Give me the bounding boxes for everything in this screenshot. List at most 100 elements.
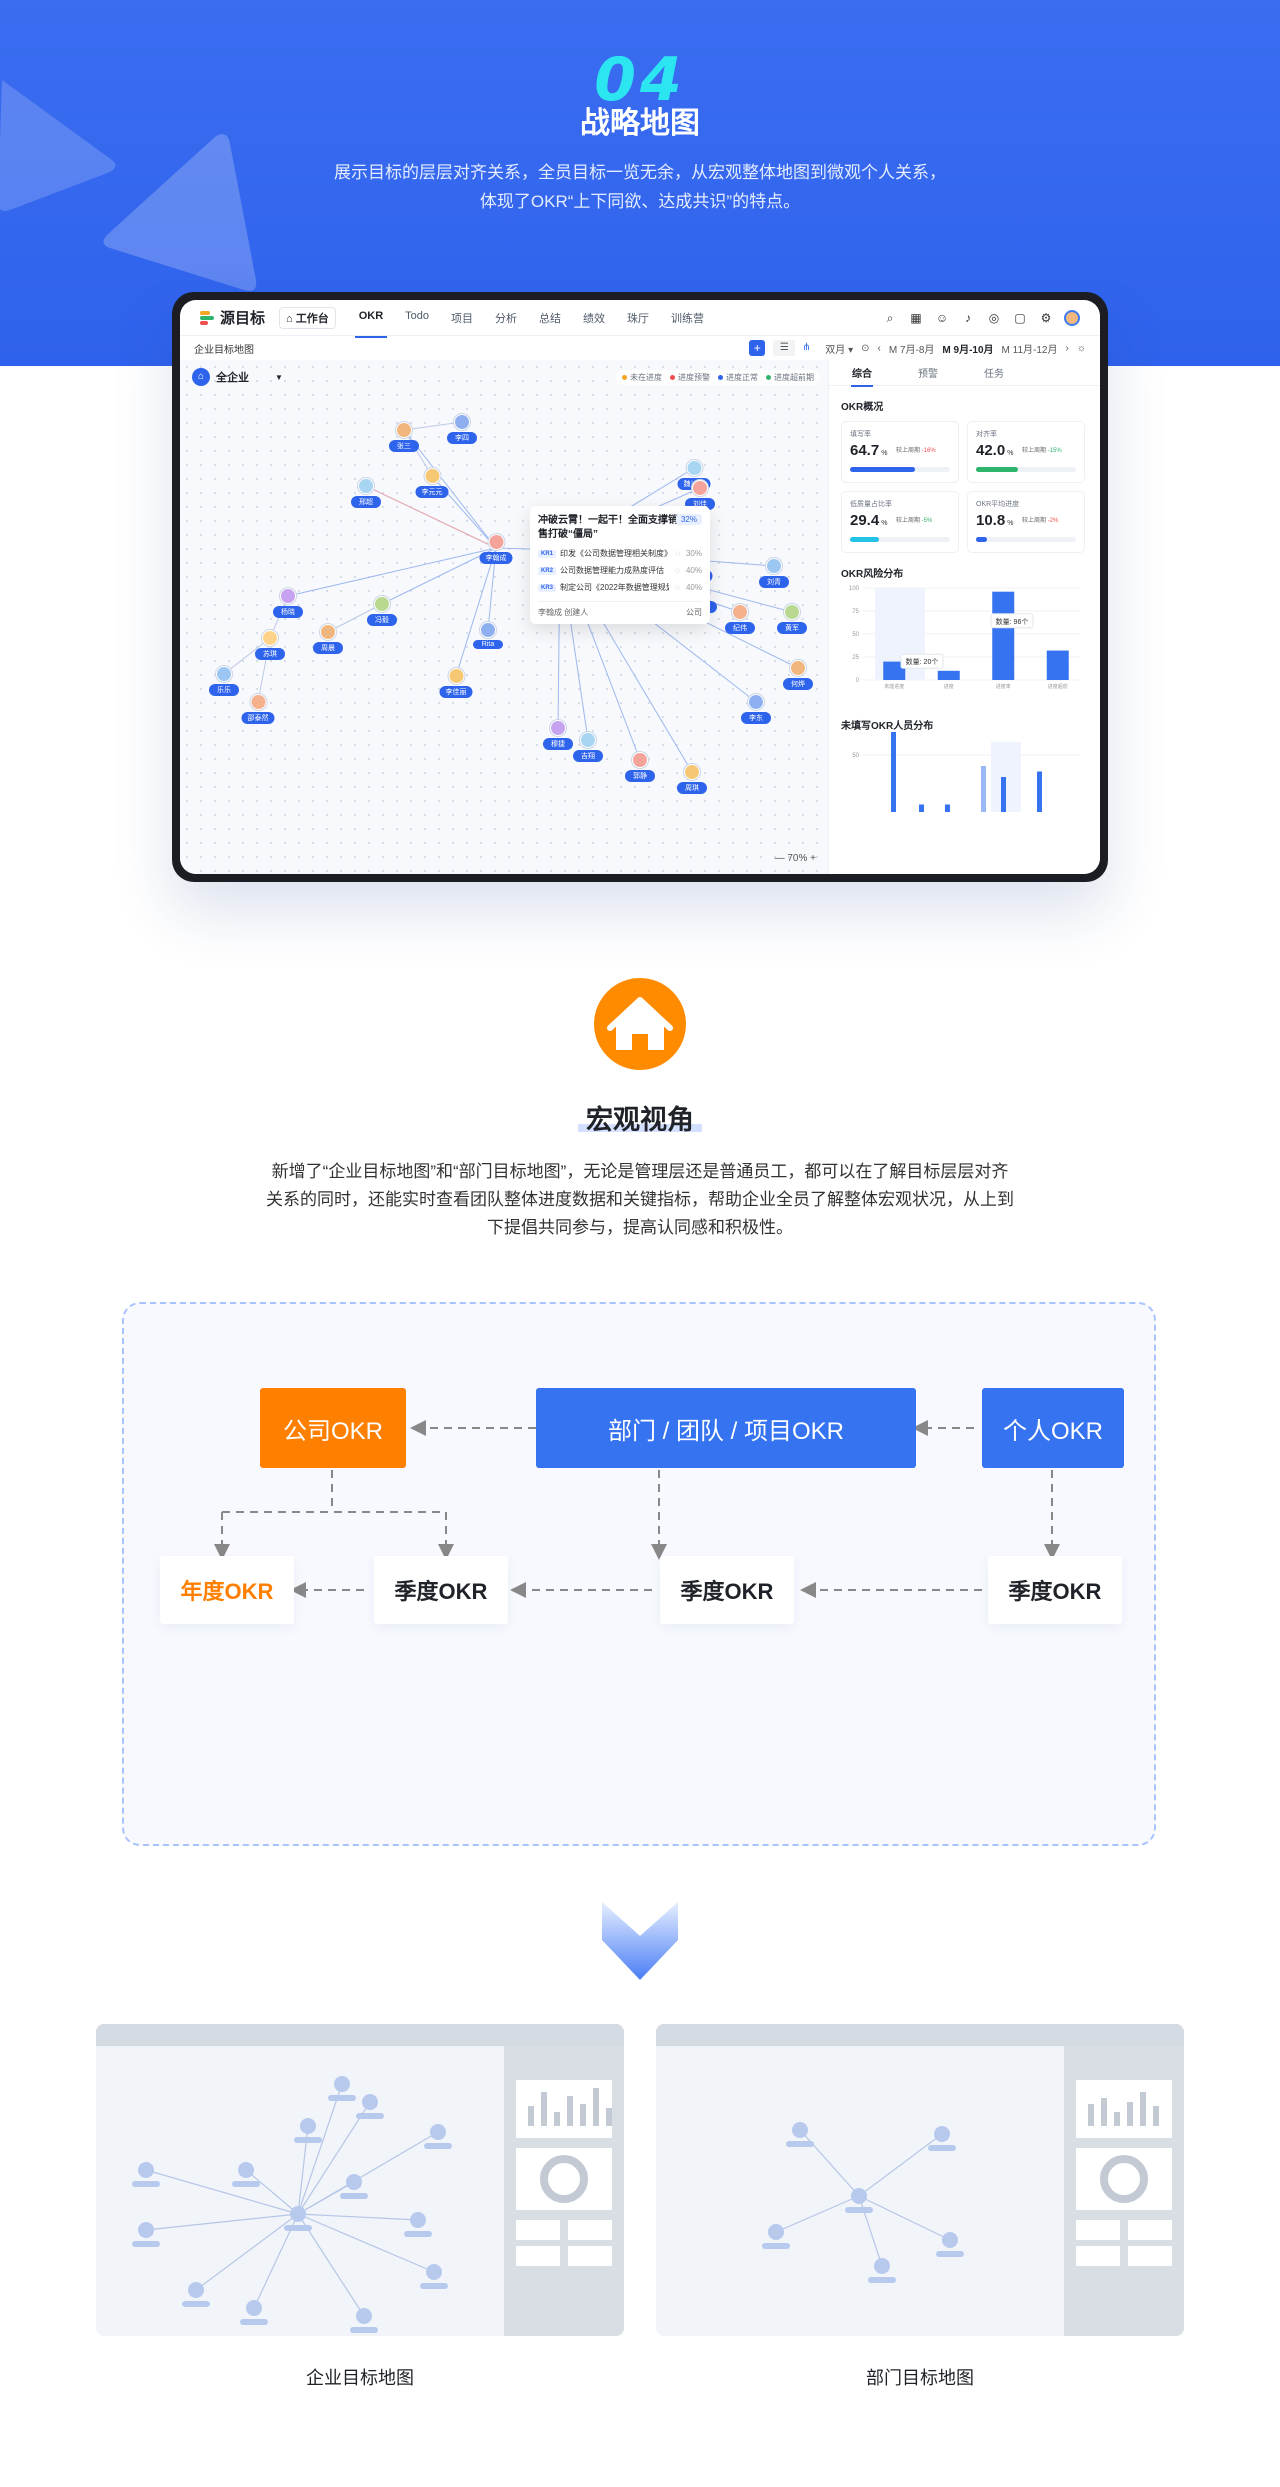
thumb-edge	[297, 2083, 343, 2215]
okr-map-canvas[interactable]: ⌂ 全企业 ▼ 未在进度 进度预警 进度正常 进度超前期 张三李四李元元邢超李翰…	[180, 360, 828, 874]
app-logo[interactable]: 源目标	[200, 307, 265, 328]
map-node[interactable]: 李翰成	[479, 534, 513, 564]
map-node[interactable]: 周琪	[677, 764, 707, 794]
map-node[interactable]: 黄军	[777, 604, 807, 634]
list-view-icon[interactable]: ☰	[779, 342, 789, 353]
period-select[interactable]: 双月 ▾	[825, 344, 854, 356]
risk-bar[interactable]	[1046, 650, 1069, 680]
risk-bar[interactable]	[883, 661, 906, 680]
settings-icon[interactable]: ⚙	[1040, 311, 1052, 325]
target-icon[interactable]: ⊙	[861, 342, 870, 354]
map-node[interactable]: 穆捷	[543, 720, 573, 750]
tab-warning[interactable]: 预警	[918, 369, 938, 380]
avatar	[488, 534, 504, 550]
progress-ring-icon: ◌	[675, 549, 680, 558]
map-node[interactable]: 乐乐	[209, 666, 239, 696]
map-node[interactable]: 李元元	[415, 468, 449, 498]
add-button[interactable]: +	[749, 340, 766, 356]
map-node[interactable]: 李佳丽	[439, 668, 473, 698]
scope-select[interactable]: ⌂ 全企业 ▼	[192, 368, 283, 386]
map-node[interactable]: 李东	[741, 694, 771, 724]
thumb-node-label	[240, 2319, 268, 2325]
map-node[interactable]: 张三	[389, 422, 419, 452]
prev-period-icon[interactable]: ‹	[877, 342, 881, 354]
thumb-tile	[1128, 2220, 1172, 2240]
unfilled-bar[interactable]	[981, 766, 986, 812]
nav-performance[interactable]: 绩效	[583, 312, 606, 325]
avatar	[632, 752, 648, 768]
zoom-control[interactable]: — 70% +	[774, 853, 816, 864]
map-node[interactable]: 李四	[447, 414, 477, 444]
avatar	[448, 668, 464, 684]
chevron-down-icon: ▼	[275, 372, 283, 382]
thumb-node-label	[356, 2113, 384, 2119]
bell-icon[interactable]: ♪	[965, 311, 971, 325]
lightbulb-icon[interactable]: ☼	[1076, 342, 1086, 354]
tab-overview[interactable]: 综合	[829, 365, 895, 387]
map-node[interactable]: 冯毅	[367, 596, 397, 626]
calendar-icon[interactable]: ▦	[910, 311, 922, 325]
nav-okr[interactable]: OKR	[354, 310, 388, 338]
user-avatar[interactable]	[1064, 310, 1080, 326]
unfilled-bar[interactable]	[919, 804, 924, 813]
unfilled-bar[interactable]	[1037, 771, 1042, 813]
map-node[interactable]: 周晨	[313, 624, 343, 654]
avatar	[784, 604, 800, 620]
node-label: 杨晓	[273, 606, 303, 618]
legend-label: 进度超前期	[774, 373, 814, 382]
search-icon[interactable]: ⌕	[886, 310, 894, 325]
period-option-active[interactable]: M 9月-10月	[942, 344, 994, 356]
thumb-node-label	[132, 2241, 160, 2247]
tree-view-icon[interactable]: ⋔	[795, 340, 818, 356]
map-node[interactable]: 苏琪	[255, 630, 285, 660]
map-node[interactable]: 刘青	[759, 558, 789, 588]
unfilled-bar[interactable]	[1001, 777, 1006, 812]
map-node[interactable]: Rita	[473, 622, 503, 649]
period-option[interactable]: M 11月-12月	[1001, 344, 1058, 356]
unfilled-bar[interactable]	[891, 705, 896, 812]
kr-value: 40%	[685, 566, 702, 575]
nav-project[interactable]: 项目	[451, 312, 474, 325]
avatar	[686, 460, 702, 476]
unfilled-bar[interactable]	[945, 804, 950, 813]
contacts-icon[interactable]: ☺	[935, 311, 949, 325]
nav-analysis[interactable]: 分析	[495, 312, 518, 325]
nav-hall[interactable]: 珠厅	[627, 312, 650, 325]
nav-training[interactable]: 训练营	[671, 312, 705, 325]
next-period-icon[interactable]: ›	[1065, 342, 1069, 354]
popover-action-button[interactable]: 公司	[686, 608, 702, 617]
map-node[interactable]: 吉翔	[573, 732, 603, 762]
tab-tasks[interactable]: 任务	[984, 369, 1004, 380]
thumb-node	[792, 2122, 808, 2138]
node-label: 冯毅	[367, 614, 397, 626]
map-node[interactable]: 邢超	[351, 478, 381, 508]
x-tick-label: 进度	[944, 683, 954, 690]
thumb-tile	[1076, 2246, 1120, 2266]
nav-summary[interactable]: 总结	[539, 312, 562, 325]
risk-bar[interactable]	[992, 591, 1015, 680]
map-node[interactable]: 何烨	[783, 660, 813, 690]
map-node[interactable]: 杨晓	[273, 588, 303, 618]
compass-icon[interactable]: ◎	[988, 311, 1000, 325]
scope-label: 全企业	[216, 372, 249, 384]
map-node[interactable]: 纪伟	[725, 604, 755, 634]
map-node[interactable]: 邵泰然	[241, 694, 275, 724]
legend-label: 进度预警	[678, 373, 710, 382]
period-option[interactable]: M 7月-8月	[888, 344, 935, 356]
risk-bar[interactable]	[937, 670, 960, 680]
chat-icon[interactable]: ▢	[1014, 311, 1026, 325]
workbench-button[interactable]: ⌂ 工作台	[279, 306, 336, 329]
kr-value: 40%	[685, 583, 702, 592]
map-node[interactable]: 郭静	[625, 752, 655, 782]
nav-todo[interactable]: Todo	[405, 309, 430, 322]
